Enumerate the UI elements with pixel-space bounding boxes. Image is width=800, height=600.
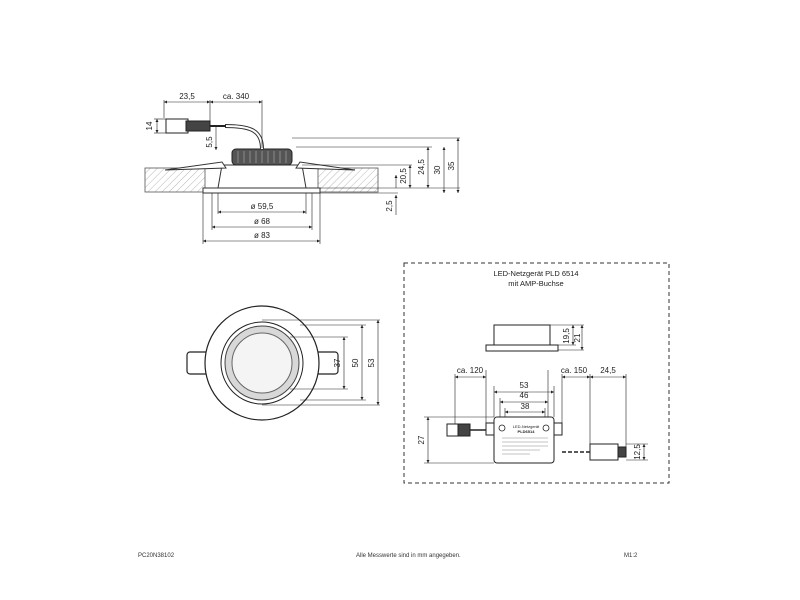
dim-plug-height: 12,5 <box>633 444 642 460</box>
dim-cable-offset: 5,5 <box>205 136 214 148</box>
dim-cable-length: ca. 340 <box>223 92 250 101</box>
dim-flange: 2,5 <box>385 200 394 212</box>
amp-socket <box>589 443 619 461</box>
driver-label-line2: PLD6514 <box>518 429 536 434</box>
ceiling-right <box>317 167 379 193</box>
driver-label-line1: LED-Netzgerät <box>513 424 540 429</box>
dim-width-53: 53 <box>520 381 529 390</box>
dim-cable-left: ca. 120 <box>457 366 484 375</box>
dim-depth-35: 35 <box>447 161 456 170</box>
dim-front-middle: 50 <box>351 358 360 367</box>
dim-front-outer: 53 <box>367 358 376 367</box>
dim-driver-21: 21 <box>573 333 582 342</box>
dim-connector-height: 14 <box>145 121 154 130</box>
spring-right <box>295 161 356 171</box>
dim-dia-68: ø 68 <box>254 217 271 226</box>
dim-width-38: 38 <box>521 402 530 411</box>
front-view: 37 50 53 <box>186 305 380 421</box>
dim-front-inner: 37 <box>333 358 342 367</box>
units-note: Alle Messwerte sind in mm angegeben. <box>356 553 461 559</box>
ceiling-left <box>144 167 206 193</box>
driver-title: LED-Netzgerät PLD 6514 <box>493 269 578 278</box>
dim-dia-59-5: ø 59,5 <box>251 202 274 211</box>
dim-depth-20-5: 20,5 <box>399 168 408 184</box>
dim-width-46: 46 <box>520 391 529 400</box>
flange <box>202 187 321 194</box>
connector <box>165 118 189 134</box>
dim-driver-19-5: 19,5 <box>562 328 571 344</box>
spring-left <box>164 161 227 171</box>
section-view: 23,5 ca. 340 14 5,5 20,5 24,5 30 35 2,5 … <box>144 92 460 244</box>
dim-height-27: 27 <box>417 435 426 444</box>
lens <box>231 332 293 394</box>
dim-depth-30: 30 <box>433 165 442 174</box>
scale-label: M1:2 <box>624 553 638 559</box>
dim-connector-width: 23,5 <box>179 92 195 101</box>
housing <box>217 164 307 189</box>
detail-frame <box>403 262 670 484</box>
driver-side-base <box>485 344 559 352</box>
drawing-code: PC20N38102 <box>138 553 175 559</box>
driver-top-body <box>493 416 555 464</box>
dim-depth-24-5: 24,5 <box>417 159 426 175</box>
dim-dia-83: ø 83 <box>254 231 271 240</box>
driver-subtitle: mit AMP-Buchse <box>508 279 563 288</box>
dim-plug-length: 24,5 <box>600 366 616 375</box>
driver-detail: LED-Netzgerät PLD 6514 mit AMP-Buchse 19… <box>403 262 670 484</box>
dim-cable-right: ca. 150 <box>561 366 588 375</box>
cable <box>224 124 264 150</box>
